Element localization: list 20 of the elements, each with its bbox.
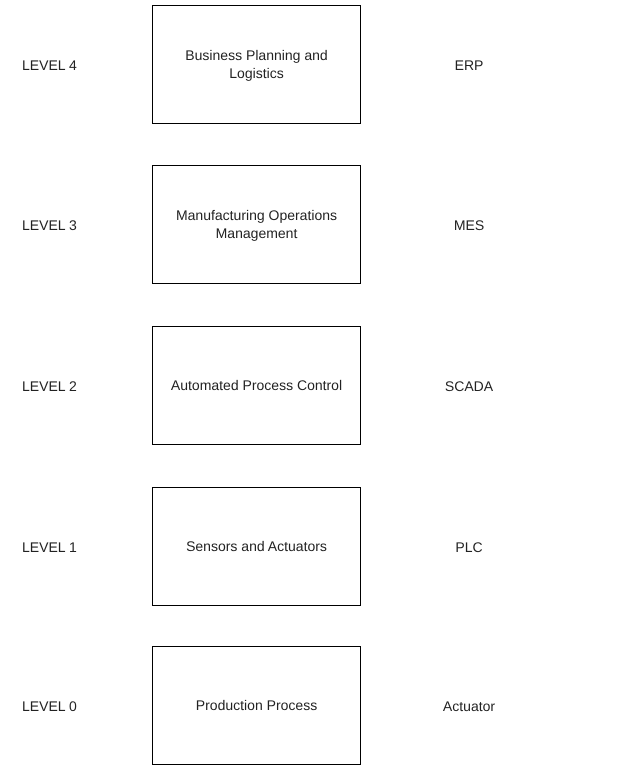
process-box	[152, 5, 361, 124]
box-label: Manufacturing Operations Management	[174, 207, 338, 242]
box-label: Automated Process Control	[170, 376, 342, 394]
box-label: Production Process	[196, 696, 318, 714]
level-label: LEVEL 4	[22, 57, 77, 73]
process-box	[152, 326, 361, 445]
level-label: LEVEL 2	[22, 378, 77, 394]
level-label: LEVEL 0	[22, 698, 77, 714]
box-label: Business Planning and Logistics	[184, 47, 329, 82]
process-box	[152, 487, 361, 606]
system-label: ERP	[454, 57, 484, 73]
process-box	[152, 165, 361, 284]
level-label: LEVEL 3	[22, 217, 77, 233]
process-box	[152, 646, 361, 765]
system-label: PLC	[455, 539, 483, 555]
system-label: MES	[454, 217, 484, 233]
box-label: Sensors and Actuators	[186, 538, 327, 556]
level-label: LEVEL 1	[22, 539, 77, 555]
system-label: SCADA	[444, 378, 494, 394]
system-label: Actuator	[442, 698, 496, 714]
